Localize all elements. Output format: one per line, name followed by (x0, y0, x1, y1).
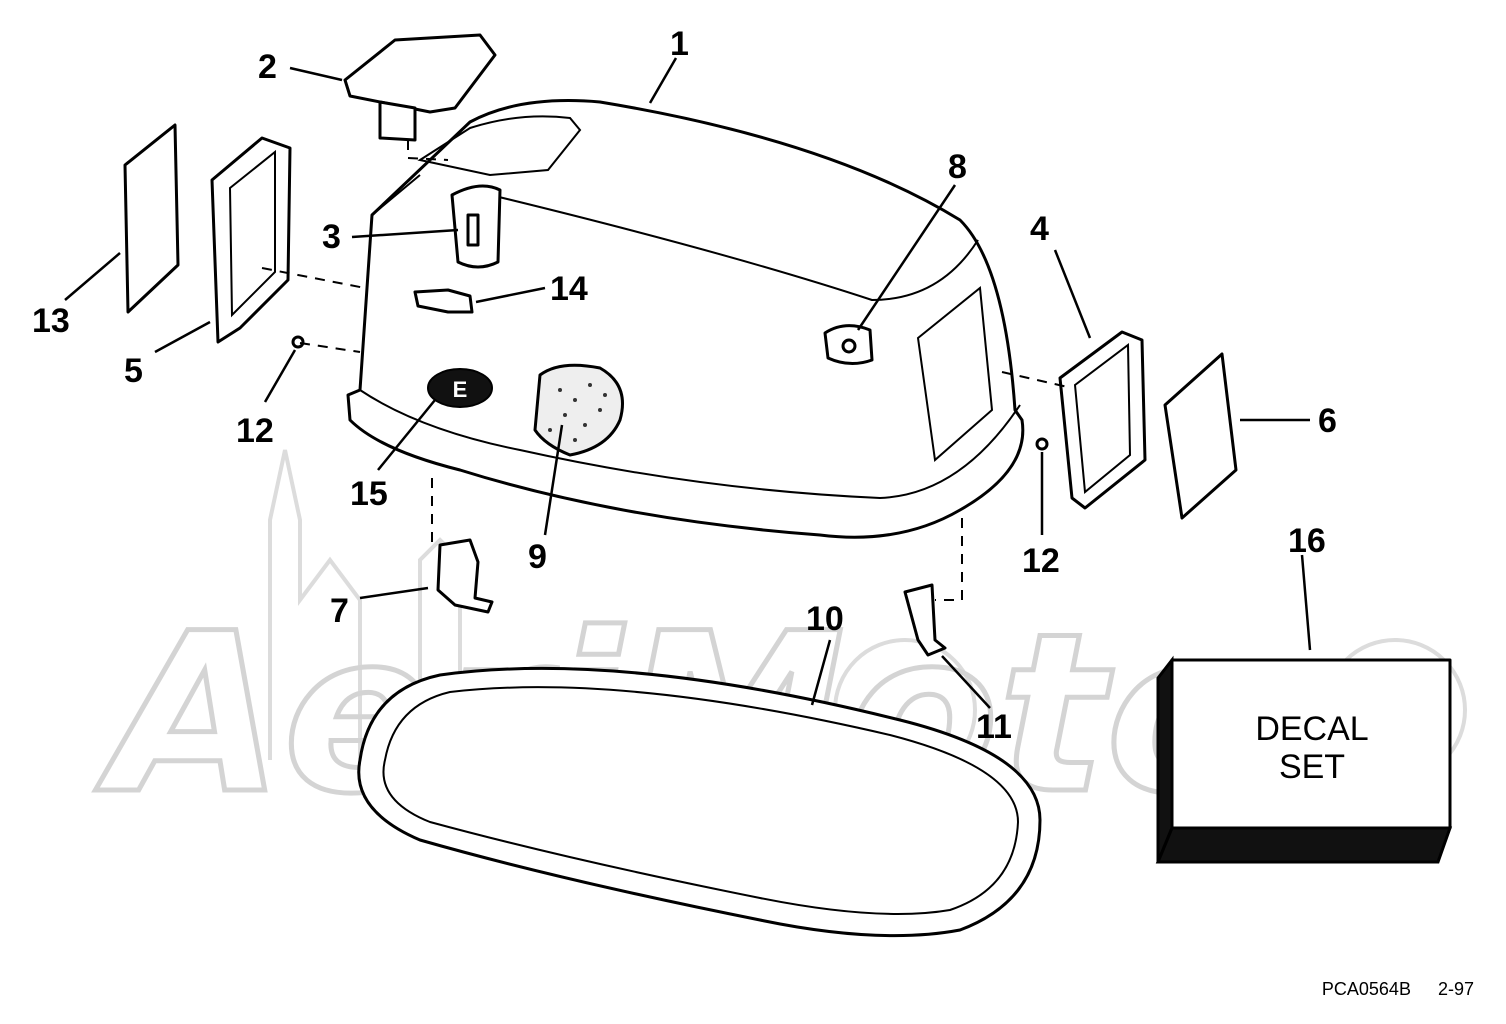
rear-access-frame-inner (1073, 343, 1132, 494)
assembly-line-right-bracket (935, 518, 963, 601)
latch-plate (450, 184, 502, 269)
latch-plate-screw (466, 213, 480, 247)
emblem-logo-icon: E (453, 377, 468, 402)
left-bracket (436, 538, 494, 614)
rear-access-frame-outer (1058, 330, 1147, 510)
decal-box-label-line2: SET (1279, 748, 1345, 786)
reference-code: PCA0564B 2-97 (1322, 979, 1474, 1000)
rear-hood-cap (343, 33, 497, 142)
callout-7: 7 (330, 592, 349, 630)
acoustic-pad-texture (548, 383, 607, 442)
left-bracket-plate (436, 538, 494, 614)
lower-seal-ring-inner (382, 686, 1020, 915)
callout-5: 5 (124, 352, 143, 390)
leader-2 (289, 66, 343, 82)
callout-9: 9 (528, 538, 547, 576)
callout-4: 4 (1030, 210, 1049, 248)
reference-part-code: PCA0564B (1321, 979, 1411, 999)
leader-11 (941, 655, 991, 709)
assembly-line-cap (407, 140, 449, 161)
motor-cover (346, 99, 1025, 539)
reference-date: 2-97 (1437, 979, 1474, 999)
side-cover-frame (210, 136, 292, 344)
callout-12a: 12 (236, 412, 274, 450)
rear-decal-plate (1163, 352, 1238, 520)
assembly-line-rear-frame (1001, 371, 1073, 389)
lower-seal-ring (357, 666, 1042, 938)
decal-set-box: DECAL SET (1155, 655, 1453, 864)
emblem-oval (427, 368, 493, 408)
leader-5 (154, 320, 211, 354)
leader-13 (64, 252, 121, 301)
decal-box-label-line1: DECAL (1255, 710, 1368, 748)
acoustic-pad (533, 363, 624, 457)
decal-box-bottom (1155, 826, 1453, 864)
screw-left (291, 335, 305, 349)
callout-3: 3 (322, 218, 341, 256)
callout-2: 2 (258, 48, 277, 86)
callout-8: 8 (948, 148, 967, 186)
callout-12b: 12 (1022, 542, 1060, 580)
cover-grommet-hole (841, 338, 857, 354)
rear-hood-cap-post (378, 100, 417, 142)
callout-13: 13 (32, 302, 70, 340)
motor-cover-body (346, 99, 1025, 539)
callout-15: 15 (350, 475, 388, 513)
callout-6: 6 (1318, 402, 1337, 440)
assembly-line-side-cover-lower (299, 342, 361, 353)
leader-8 (856, 184, 957, 331)
hood-front-edge (371, 174, 421, 216)
motor-cover-crown-line (469, 189, 979, 302)
leader-4 (1053, 249, 1092, 339)
watermark-skyline (268, 449, 462, 760)
cover-grommet (823, 324, 874, 365)
leader-9 (543, 424, 564, 536)
leader-1 (648, 57, 678, 104)
callout-numbers: 1 2 3 4 5 6 7 8 9 10 11 12 12 13 14 15 1… (32, 25, 1337, 746)
callout-1: 1 (670, 25, 689, 63)
side-cover (210, 136, 292, 344)
motor-cover-lower-rim (359, 389, 1021, 500)
leader-15 (377, 399, 436, 471)
leader-14 (475, 286, 546, 304)
rear-hood-cap-top (343, 33, 497, 114)
lower-seal-ring-outer (357, 666, 1042, 938)
right-bracket (903, 583, 947, 657)
leader-12a (263, 349, 297, 403)
callout-14: 14 (550, 270, 588, 308)
motor-cover-top-recess (417, 115, 582, 177)
leader-10 (810, 639, 832, 706)
callout-16: 16 (1288, 522, 1326, 560)
left-decal-plate (123, 123, 180, 314)
rear-access-frame (1058, 330, 1147, 510)
side-cover-inner (228, 149, 276, 318)
callout-11: 11 (976, 708, 1012, 746)
latch-lever (413, 288, 474, 314)
emblem: E (427, 368, 493, 408)
screw-right (1035, 437, 1049, 451)
leader-lines (64, 57, 1312, 709)
leader-16 (1300, 554, 1312, 651)
leader-3 (351, 228, 459, 239)
callout-10: 10 (806, 600, 844, 638)
assembly-lines (261, 140, 1073, 601)
motor-cover-rear-window (916, 286, 994, 462)
leader-7 (359, 586, 429, 600)
